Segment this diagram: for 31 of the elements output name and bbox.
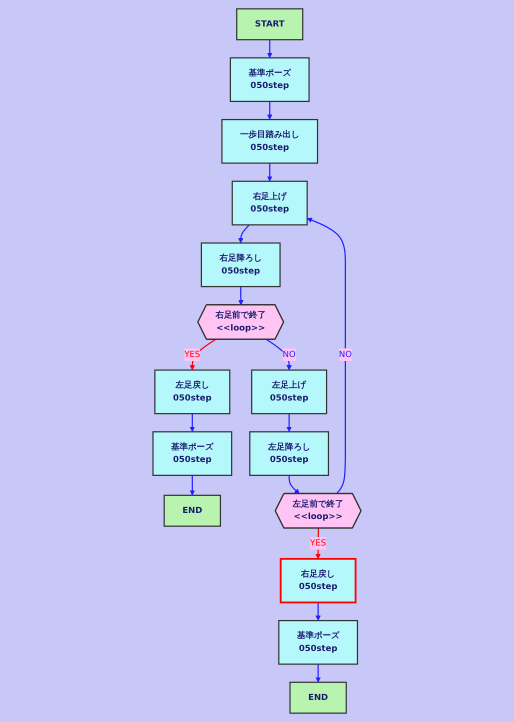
node-box: 右足降ろし 050step [200,242,281,288]
node-box: START [236,8,304,40]
node-box: 基準ポーズ 050step [230,57,310,102]
edge-label: YES [310,538,326,548]
arrow [267,40,272,58]
arrow [190,475,195,496]
arrow [190,414,195,432]
edge-label: NO [282,350,296,360]
node-box: END [289,682,347,714]
node-box: 右足上げ 050step [232,180,308,226]
arrow [286,414,292,432]
arrow [238,224,250,244]
edge-label: NO [338,350,352,360]
arrow [267,101,272,120]
arrow [315,602,321,621]
node-box: 左足戻し 050step [154,369,230,414]
arrow [267,163,272,182]
node-box: 一歩目踏み出し 050step [221,118,318,164]
arrow [288,475,300,494]
arrow [315,664,321,683]
arrow [190,339,216,370]
arrow [306,218,346,494]
node-box: 基準ポーズ 050step [278,620,358,665]
node-box: END [164,494,222,527]
node-box: 左足降ろし 050step [249,431,330,476]
node-box: 左足上げ 050step [251,369,328,414]
arrow [315,528,321,560]
edge-label: YES [184,350,200,360]
node-box: 基準ポーズ 050step [152,431,232,476]
node-box: 右足戻し 050step [280,558,356,604]
arrow [238,286,244,306]
